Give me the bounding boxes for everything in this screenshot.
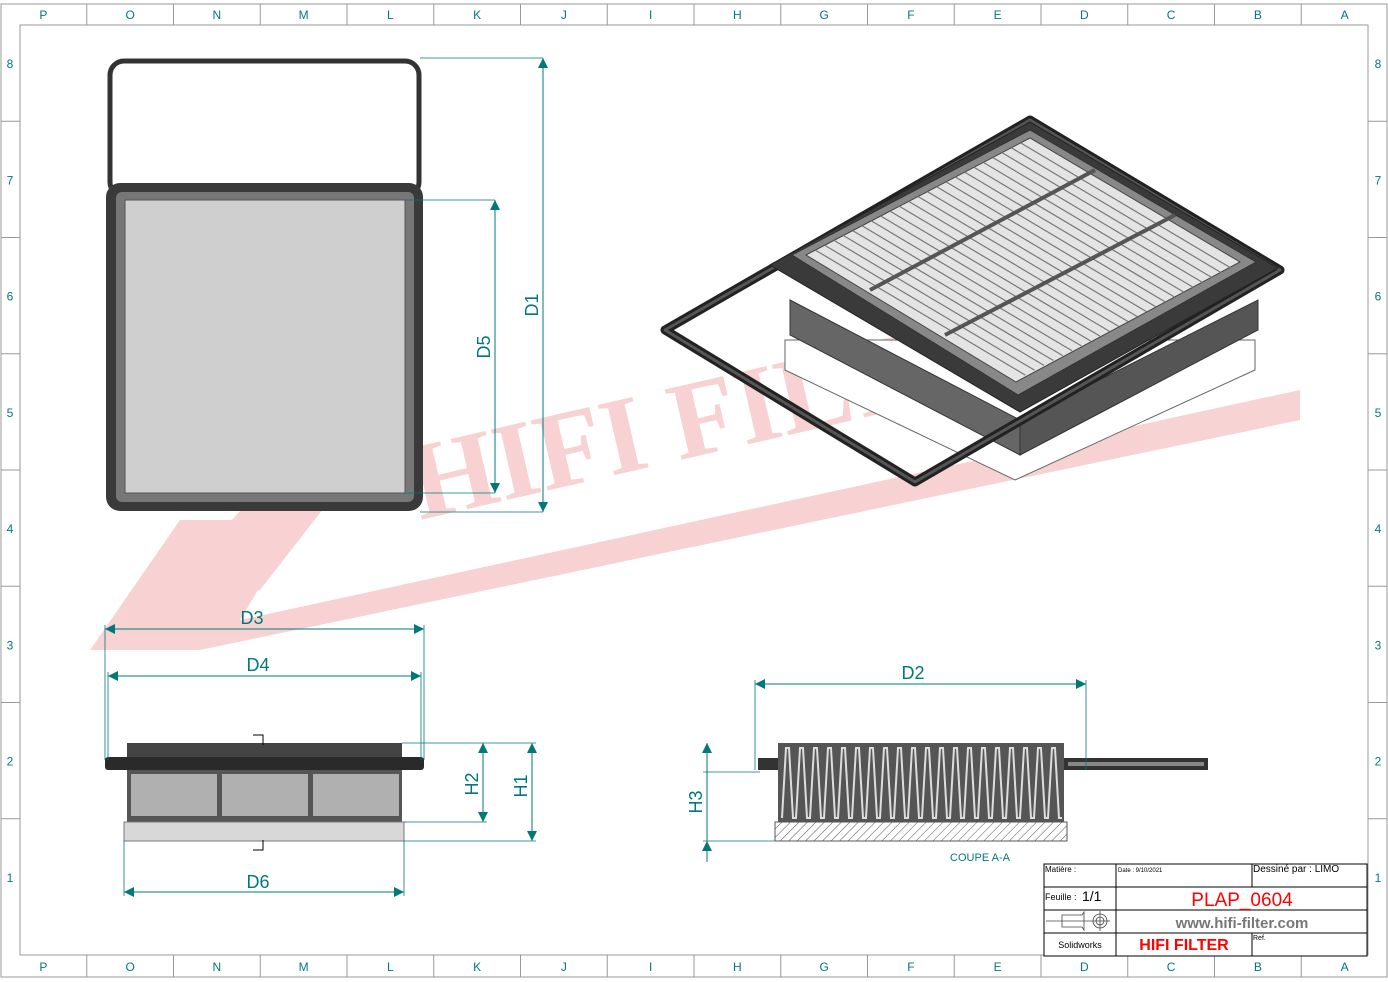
column-marker: M bbox=[299, 8, 309, 22]
column-marker: P bbox=[39, 8, 47, 22]
column-marker: G bbox=[819, 960, 828, 974]
row-marker: 1 bbox=[1375, 871, 1382, 885]
software: Solidworks bbox=[1058, 940, 1102, 950]
column-marker: E bbox=[994, 960, 1002, 974]
row-marker: 7 bbox=[1375, 173, 1382, 187]
isometric-view bbox=[660, 115, 1285, 487]
row-marker: 7 bbox=[7, 173, 14, 187]
row-marker: 2 bbox=[1375, 755, 1382, 769]
row-marker: 6 bbox=[1375, 290, 1382, 304]
row-marker: 8 bbox=[1375, 57, 1382, 71]
column-marker: E bbox=[994, 8, 1002, 22]
dim-d3: D3 bbox=[240, 608, 263, 628]
row-marker: 1 bbox=[7, 871, 14, 885]
dim-h3: H3 bbox=[686, 790, 706, 813]
dim-h2: H2 bbox=[462, 772, 482, 795]
column-marker: N bbox=[213, 960, 222, 974]
column-marker: H bbox=[733, 960, 742, 974]
column-marker: B bbox=[1254, 960, 1262, 974]
dim-d1: D1 bbox=[522, 293, 542, 316]
column-marker: A bbox=[1341, 8, 1349, 22]
row-markers: 8 8 7 7 6 6 5 5 4 4 3 3 2 2 1 1 bbox=[1, 57, 1387, 885]
top-view: D1 D5 bbox=[106, 57, 548, 513]
row-marker: 5 bbox=[1375, 406, 1382, 420]
column-marker: F bbox=[907, 8, 914, 22]
dim-d2: D2 bbox=[901, 663, 924, 683]
column-marker: O bbox=[125, 8, 134, 22]
column-marker: O bbox=[125, 960, 134, 974]
column-marker: L bbox=[387, 960, 394, 974]
column-markers: P P O O N N M M L L K K J J I I H H G G F F E E D D C C B B A A bbox=[39, 4, 1349, 977]
row-marker: 4 bbox=[7, 522, 14, 536]
section-view: D2 H3 COUPE A-A bbox=[686, 663, 1208, 864]
dim-d4: D4 bbox=[246, 655, 269, 675]
column-marker: M bbox=[299, 960, 309, 974]
column-marker: H bbox=[733, 8, 742, 22]
dim-h1: H1 bbox=[511, 774, 531, 797]
drawn-by: Dessiné par : LIMO bbox=[1253, 864, 1339, 875]
column-marker: N bbox=[213, 8, 222, 22]
matiere-label: Matière : bbox=[1045, 865, 1076, 874]
column-marker: I bbox=[649, 8, 652, 22]
column-marker: J bbox=[561, 8, 567, 22]
website: www.hifi-filter.com bbox=[1175, 915, 1309, 932]
row-marker: 8 bbox=[7, 57, 14, 71]
row-marker: 3 bbox=[1375, 638, 1382, 652]
column-marker: C bbox=[1167, 8, 1176, 22]
column-marker: G bbox=[819, 8, 828, 22]
sheet-value: 1/1 bbox=[1082, 888, 1102, 904]
column-marker: F bbox=[907, 960, 914, 974]
date-field: Date : 9/10/2021 bbox=[1118, 868, 1163, 874]
column-marker: C bbox=[1167, 960, 1176, 974]
column-marker: A bbox=[1341, 960, 1349, 974]
title-block bbox=[1043, 863, 1368, 957]
column-marker: I bbox=[649, 960, 652, 974]
column-marker: L bbox=[387, 8, 394, 22]
part-number: PLAP_0604 bbox=[1191, 890, 1293, 911]
ref-label: Ref. bbox=[1253, 935, 1266, 942]
row-marker: 2 bbox=[7, 755, 14, 769]
dim-d5: D5 bbox=[474, 335, 494, 358]
row-marker: 6 bbox=[7, 290, 14, 304]
column-marker: P bbox=[39, 960, 47, 974]
column-marker: K bbox=[473, 960, 481, 974]
row-marker: 4 bbox=[1375, 522, 1382, 536]
front-view: D3 D4 D6 H2 H1 bbox=[104, 608, 537, 897]
column-marker: B bbox=[1254, 8, 1262, 22]
column-marker: D bbox=[1080, 8, 1089, 22]
row-marker: 5 bbox=[7, 406, 14, 420]
company-name: HIFI FILTER bbox=[1139, 937, 1229, 954]
dim-d6: D6 bbox=[246, 872, 269, 892]
column-marker: J bbox=[561, 960, 567, 974]
sheet-label: Feuille : bbox=[1045, 892, 1077, 902]
row-marker: 3 bbox=[7, 638, 14, 652]
section-label: COUPE A-A bbox=[950, 852, 1011, 864]
column-marker: K bbox=[473, 8, 481, 22]
column-marker: D bbox=[1080, 960, 1089, 974]
